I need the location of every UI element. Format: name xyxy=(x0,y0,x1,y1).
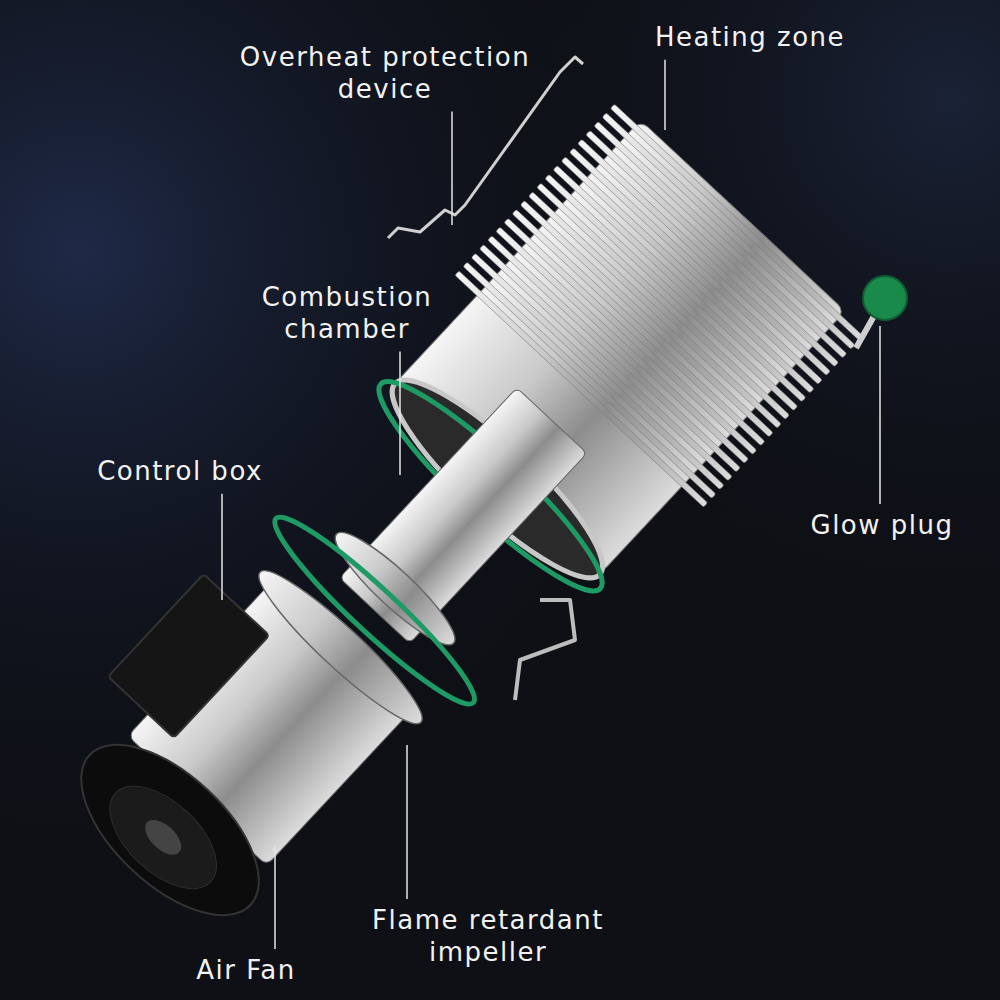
part-label: Combustion chamber xyxy=(232,282,462,345)
combustion-chamber-tube xyxy=(339,388,587,644)
part-label: Overheat protection device xyxy=(205,42,565,105)
leader-line xyxy=(664,60,666,130)
leader-line xyxy=(274,845,276,949)
fan-shape xyxy=(52,715,288,945)
glow-plug-stem xyxy=(856,316,874,348)
leader-line xyxy=(879,326,881,504)
control-box-shape xyxy=(108,574,269,738)
leader-line xyxy=(406,745,408,899)
fan-intake xyxy=(92,767,235,907)
part-label: Glow plug xyxy=(782,510,982,542)
fan-hub xyxy=(139,814,188,862)
glow-plug-head xyxy=(863,276,907,320)
part-label: Heating zone xyxy=(620,22,880,54)
leader-line xyxy=(451,111,453,225)
cooling-fin xyxy=(602,113,855,349)
part-label: Flame retardant impeller xyxy=(338,905,638,968)
cooling-fin xyxy=(610,104,863,340)
part-label: Control box xyxy=(60,456,300,488)
part-label: Air Fan xyxy=(166,955,326,987)
heater-assembly xyxy=(8,100,867,986)
leader-lines xyxy=(222,60,880,949)
cooling-fin xyxy=(578,139,831,375)
cooling-fin xyxy=(594,122,847,358)
cooling-fin xyxy=(586,130,839,366)
mounting-bracket xyxy=(515,600,575,700)
leader-line xyxy=(221,494,223,600)
leader-line xyxy=(399,351,401,475)
housing-flange xyxy=(246,558,434,737)
